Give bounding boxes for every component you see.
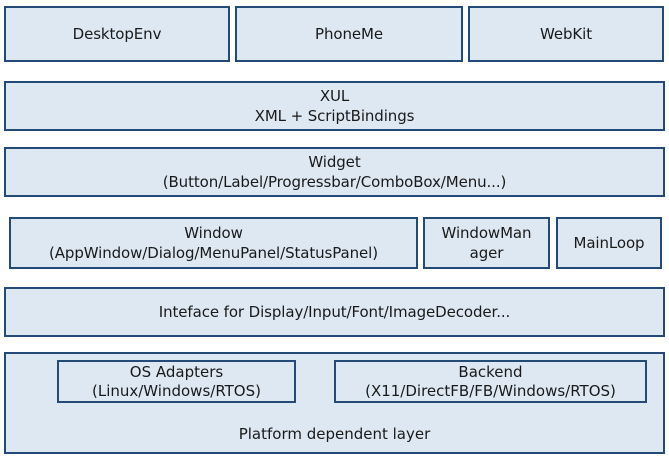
- window-manager-line2: ager: [469, 244, 504, 262]
- backend-subtitle: (X11/DirectFB/FB/Windows/RTOS): [365, 381, 616, 400]
- window-title: Window: [184, 224, 243, 242]
- platform-layer-label: Platform dependent layer: [238, 425, 431, 443]
- phoneme-label: PhoneMe: [315, 25, 383, 43]
- mainloop-box: MainLoop: [556, 217, 662, 269]
- interface-box: Inteface for Display/Input/Font/ImageDec…: [4, 287, 665, 337]
- os-adapters-box: OS Adapters (Linux/Windows/RTOS): [57, 360, 296, 403]
- xul-subtitle: XML + ScriptBindings: [254, 107, 415, 125]
- phoneme-box: PhoneMe: [235, 6, 463, 62]
- mainloop-label: MainLoop: [573, 234, 645, 252]
- backend-box: Backend (X11/DirectFB/FB/Windows/RTOS): [334, 360, 647, 403]
- webkit-box: WebKit: [468, 6, 664, 62]
- widget-title: Widget: [308, 153, 361, 171]
- os-adapters-subtitle: (Linux/Windows/RTOS): [91, 381, 261, 400]
- xul-title: XUL: [319, 87, 350, 105]
- widget-subtitle: (Button/Label/Progressbar/ComboBox/Menu.…: [162, 173, 507, 191]
- xul-box: XUL XML + ScriptBindings: [4, 81, 665, 131]
- desktopenv-label: DesktopEnv: [72, 25, 162, 43]
- window-manager-box: WindowMan ager: [423, 217, 550, 269]
- interface-label: Inteface for Display/Input/Font/ImageDec…: [158, 303, 511, 321]
- window-subtitle: (AppWindow/Dialog/MenuPanel/StatusPanel): [48, 244, 378, 262]
- backend-title: Backend: [458, 362, 523, 381]
- os-adapters-title: OS Adapters: [129, 362, 224, 381]
- window-manager-line1: WindowMan: [441, 224, 532, 242]
- widget-box: Widget (Button/Label/Progressbar/ComboBo…: [4, 147, 665, 197]
- desktopenv-box: DesktopEnv: [4, 6, 230, 62]
- window-box: Window (AppWindow/Dialog/MenuPanel/Statu…: [9, 217, 418, 269]
- webkit-label: WebKit: [540, 25, 592, 43]
